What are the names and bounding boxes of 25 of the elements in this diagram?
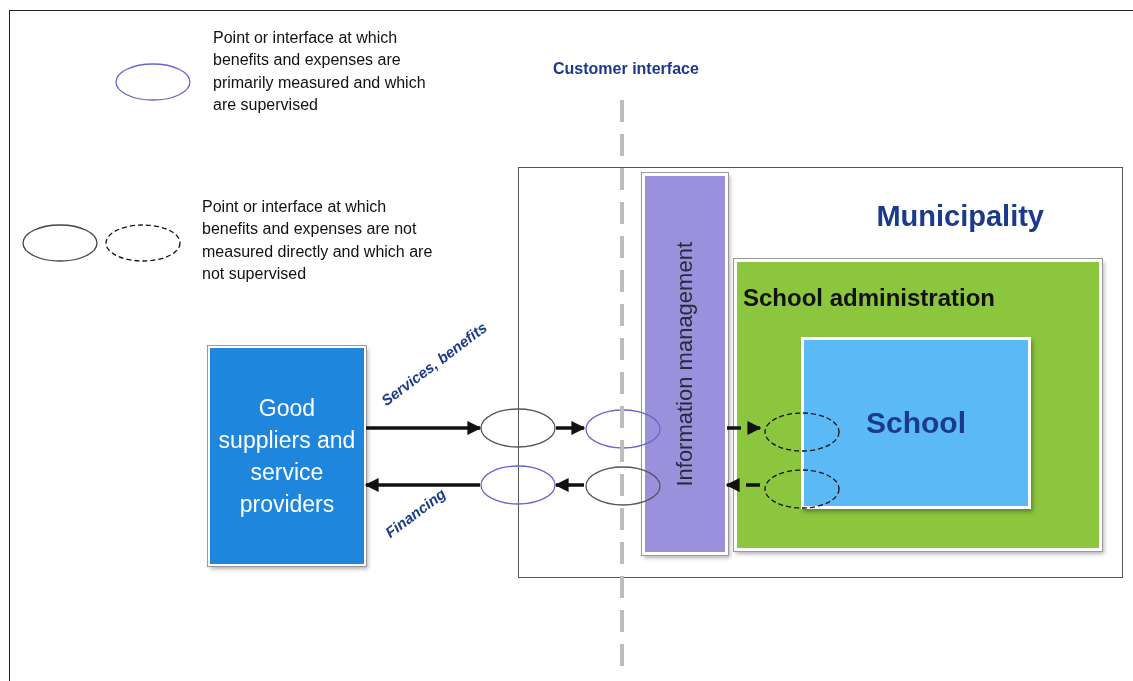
municipality-box — [518, 167, 1123, 578]
box-heading: School administration — [743, 284, 996, 312]
arrow — [554, 478, 584, 492]
arrow — [556, 421, 586, 435]
band-label: Information management — [672, 241, 698, 487]
legend-text: Point or interface at which benefits and expenses are not measured directly and which are not supervised — [202, 197, 434, 285]
arrow — [364, 478, 480, 492]
box-label: School — [866, 406, 966, 440]
school-box — [801, 337, 1031, 509]
interface-ellipse — [585, 409, 661, 449]
arrow — [727, 421, 762, 435]
arrow — [725, 478, 760, 492]
dashed-ellipse — [764, 469, 840, 509]
interface-ellipse — [585, 466, 661, 506]
legend-text: Point or interface at which benefits and expenses are primarily measured and which are supervised — [213, 28, 427, 116]
arrow — [366, 421, 482, 435]
box-label: Good suppliers and service providers — [217, 393, 357, 520]
box-heading: Municipality — [876, 200, 1044, 233]
supplier-box — [208, 346, 366, 566]
interface-ellipse — [480, 465, 556, 505]
dashed-ellipse — [764, 412, 840, 452]
interface-ellipse — [480, 408, 556, 448]
vertical-band — [642, 173, 728, 555]
axis-label: Customer interface — [553, 60, 699, 78]
administration-box — [734, 259, 1102, 551]
